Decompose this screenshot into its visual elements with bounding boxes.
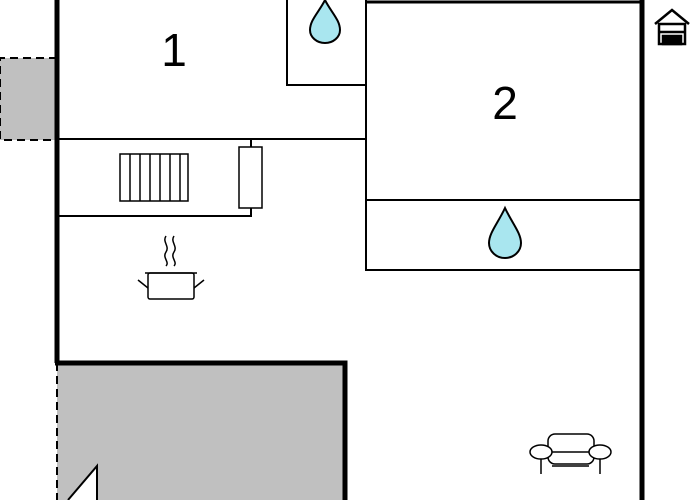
terrace-wall bbox=[55, 360, 348, 500]
balcony-area bbox=[0, 58, 57, 140]
stair-mark bbox=[67, 463, 98, 500]
water-drop-icon bbox=[487, 205, 523, 259]
bathroom-wall bbox=[286, 0, 366, 86]
water-drop-icon bbox=[308, 0, 342, 44]
sofa-icon bbox=[529, 433, 612, 474]
radiator-icon bbox=[119, 153, 189, 202]
room-label-1: 1 bbox=[161, 24, 187, 76]
terrace-area bbox=[57, 363, 345, 500]
balcony-area-outline bbox=[0, 57, 57, 141]
room-label-2: 2 bbox=[492, 77, 518, 129]
house-icon bbox=[654, 8, 690, 46]
wardrobe-icon bbox=[238, 141, 263, 214]
interior-wall bbox=[365, 0, 642, 271]
cooking-pot-icon bbox=[137, 235, 205, 300]
